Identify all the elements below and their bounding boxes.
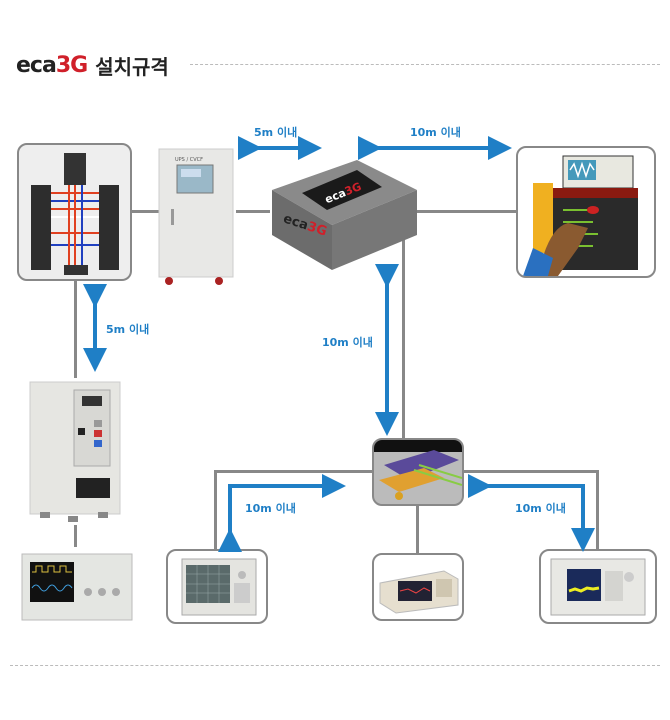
logo-part-3g: 3G bbox=[55, 52, 88, 78]
technician-test-station bbox=[516, 146, 656, 278]
distance-label-unit-station: 10m 이내 bbox=[410, 126, 461, 139]
spectrum-analyzer bbox=[539, 549, 657, 624]
oscilloscope bbox=[18, 548, 136, 626]
probe-fixture bbox=[372, 438, 464, 506]
header-divider bbox=[190, 64, 660, 65]
connector-left-down bbox=[214, 470, 217, 550]
network-analyzer-image bbox=[181, 558, 257, 616]
connector-fixture-portable bbox=[416, 505, 419, 553]
distribution-panel bbox=[17, 143, 132, 281]
spectrum-analyzer-image bbox=[550, 558, 646, 616]
distance-label-ups-unit: 5m 이내 bbox=[254, 126, 298, 139]
eca3g-controller bbox=[28, 378, 128, 526]
connector-unit-station bbox=[410, 210, 516, 213]
technician-test-station-image bbox=[523, 155, 638, 276]
distance-label-unit-fixture: 10m 이내 bbox=[322, 336, 373, 349]
connector-unit-fixture bbox=[402, 213, 405, 438]
oscilloscope-image bbox=[21, 553, 133, 621]
network-analyzer bbox=[166, 549, 268, 624]
probe-fixture-image bbox=[374, 440, 462, 500]
connector-fixture-right bbox=[462, 470, 598, 473]
svg-text:UPS / CVCF: UPS / CVCF bbox=[175, 157, 203, 163]
page-title: 설치규격 bbox=[95, 54, 169, 79]
eca3g-logo: eca3G bbox=[16, 52, 88, 78]
footer-divider bbox=[10, 665, 660, 666]
connector-fixture-left bbox=[214, 470, 374, 473]
connector-ups-unit bbox=[236, 210, 270, 213]
ups-cvcf-image: UPS / CVCF bbox=[158, 148, 234, 285]
ups-cvcf: UPS / CVCF bbox=[157, 147, 237, 287]
distance-label-fixture-left: 10m 이내 bbox=[245, 502, 296, 515]
portable-analyzer bbox=[372, 553, 464, 621]
distance-label-panel-controller: 5m 이내 bbox=[106, 323, 150, 336]
distance-label-fixture-right: 10m 이내 bbox=[515, 502, 566, 515]
connector-controller-scope bbox=[74, 525, 77, 547]
eca3g-unit: eca3G eca3G bbox=[262, 155, 422, 275]
connector-right-down bbox=[596, 470, 599, 550]
logo-part-eca: eca bbox=[16, 52, 57, 78]
page-header: eca3G 설치규격 bbox=[16, 50, 169, 80]
eca3g-unit-image: eca3G eca3G bbox=[272, 160, 417, 270]
connector-panel-controller bbox=[74, 280, 77, 378]
distribution-panel-image bbox=[31, 153, 119, 275]
eca3g-controller-image bbox=[29, 381, 121, 522]
connector-panel-ups bbox=[131, 210, 161, 213]
arrow-fixture-right bbox=[468, 474, 595, 552]
arrow-fixture-left bbox=[218, 474, 346, 552]
portable-analyzer-image bbox=[379, 570, 459, 614]
